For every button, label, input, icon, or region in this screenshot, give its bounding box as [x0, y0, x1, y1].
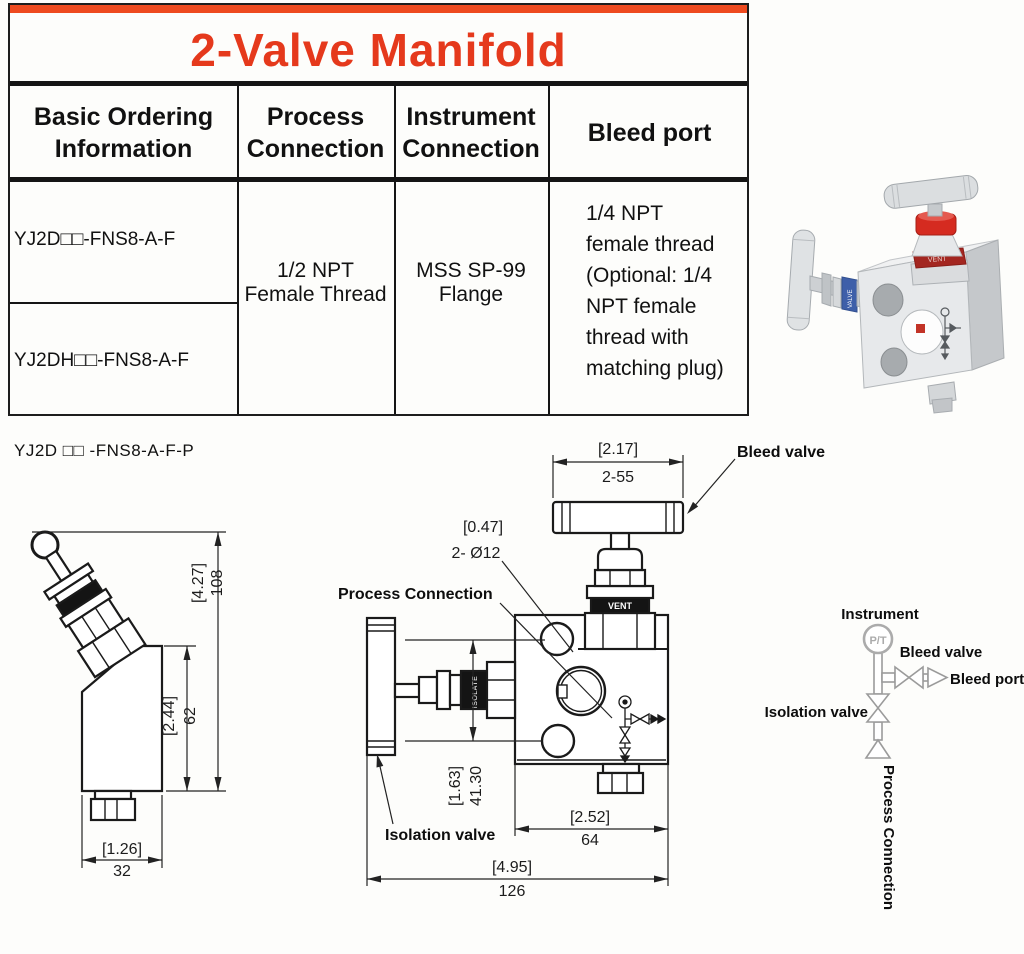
- dim-body-width-mm: 64: [581, 832, 599, 849]
- col-divider: [237, 84, 239, 414]
- dim-spacing-mm: 41.30: [468, 766, 485, 806]
- page-title: 2-Valve Manifold: [190, 24, 567, 76]
- dim-overall-in: [4.95]: [492, 859, 532, 876]
- side-view-drawing: [4.27] 108 [2.44] 62 [1.26] 32: [30, 530, 226, 880]
- bleed-valve-3d: VENT: [883, 174, 979, 286]
- angled-isolation-valve: [42, 549, 147, 679]
- dim-body-height-in: [2.44]: [161, 696, 178, 736]
- dim-body-height-mm: 62: [182, 707, 199, 725]
- col-header-ordering: Basic Ordering Information: [33, 103, 214, 163]
- isolation-valve-front: [365, 616, 517, 757]
- pt-label: P/T: [869, 635, 886, 647]
- schematic-process-connection-label: Process Connection: [880, 765, 897, 910]
- schematic-isolation-valve-label: Isolation valve: [765, 704, 868, 721]
- col-divider: [548, 84, 550, 414]
- dim-overall-mm: 126: [499, 883, 526, 900]
- spec-table: 2-Valve Manifold Basic Ordering Informat…: [8, 3, 749, 416]
- row-divider: [10, 302, 237, 304]
- dim-body-width-in: [2.52]: [570, 809, 610, 826]
- process-connection-label: Process Connection: [338, 586, 493, 603]
- accent-banner: [10, 5, 747, 13]
- red-dot: [916, 324, 925, 333]
- table-row: YJ2DH□□-FNS8-A-F: [14, 350, 189, 371]
- instrument-symbol: [862, 623, 894, 655]
- dim-handle-in: [2.17]: [598, 441, 638, 458]
- svg-text:VENT: VENT: [928, 256, 948, 264]
- manifold-3d-render: VALVE VENT: [786, 174, 1005, 414]
- bleed-valve-label: Bleed valve: [737, 444, 825, 461]
- bleed-valve-symbol: [894, 665, 911, 690]
- engraved-flow-symbol: [618, 695, 667, 764]
- pid-schematic: P/T Instrument Bleed valve Bleed port Is…: [765, 606, 1024, 910]
- bottom-fitting-front: [601, 762, 641, 775]
- bleed-valve-front: [551, 500, 685, 651]
- flange-plate: [365, 616, 397, 757]
- front-view-drawing: ISOLATE VENT: [338, 441, 825, 900]
- vent-band-label: VENT: [608, 601, 633, 611]
- dim-height-mm: 108: [209, 570, 226, 597]
- isolation-valve-symbol: [865, 693, 891, 710]
- col-header-process: Process Connection: [246, 103, 385, 163]
- dim-spacing-in: [1.63]: [447, 766, 464, 806]
- svg-text:VALVE: VALVE: [848, 290, 854, 308]
- dim-holes-in: [0.47]: [463, 519, 503, 536]
- title-divider: [10, 81, 747, 86]
- table-row: YJ2D□□-FNS8-A-F: [14, 229, 176, 250]
- col-header-bleed-port: Bleed port: [587, 119, 712, 147]
- instrument-connection-cell: MSS SP-99 Flange: [416, 259, 526, 306]
- bleed-port-arrow: [927, 666, 949, 689]
- mounting-hole-bottom: [540, 723, 576, 759]
- technical-drawings: [4.27] 108 [2.44] 62 [1.26] 32: [30, 441, 1024, 910]
- blue-band: VALVE: [841, 276, 858, 313]
- bleed-handle-bar: [551, 500, 685, 535]
- process-arrow: [864, 738, 892, 759]
- schematic-bleed-valve-label: Bleed valve: [900, 644, 983, 661]
- engraved-symbol-3d: [939, 307, 961, 361]
- bleed-port-cell: 1/4 NPT female thread (Optional: 1/4 NPT…: [586, 202, 724, 380]
- part-number: YJ2D □□ -FNS8-A-F-P: [14, 441, 195, 460]
- col-divider: [394, 84, 396, 414]
- dim-height-in: [4.27]: [190, 563, 207, 603]
- dim-width-in: [1.26]: [102, 841, 142, 858]
- schematic-instrument-label: Instrument: [841, 606, 919, 623]
- isolate-band-label: ISOLATE: [472, 676, 479, 709]
- header-divider: [10, 177, 747, 182]
- bottom-fitting: [93, 789, 133, 801]
- isolation-valve-label: Isolation valve: [385, 827, 495, 844]
- mounting-hole-top: [539, 621, 575, 657]
- schematic-bleed-port-label: Bleed port: [950, 671, 1024, 688]
- dim-handle-mm: 2-55: [602, 469, 634, 486]
- dim-holes-mm: 2- Ø12: [452, 545, 501, 562]
- col-header-instrument: Instrument Connection: [402, 103, 540, 163]
- process-connection-cell: 1/2 NPT Female Thread: [244, 259, 387, 306]
- dim-width-mm: 32: [113, 863, 131, 880]
